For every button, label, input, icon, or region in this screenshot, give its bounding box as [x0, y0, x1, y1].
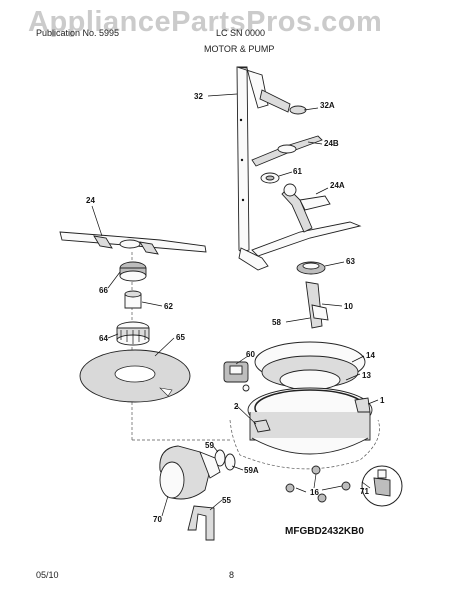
callout-66: 66	[99, 286, 108, 295]
callout-32: 32	[194, 92, 203, 101]
callout-14: 14	[366, 351, 375, 360]
section-title: MOTOR & PUMP	[204, 44, 275, 54]
callout-24: 24	[86, 196, 95, 205]
bracket-55	[187, 505, 215, 541]
callout-16: 16	[310, 488, 319, 497]
component-60	[223, 361, 250, 392]
callout-13: 13	[362, 371, 371, 380]
coupling-62	[124, 290, 142, 309]
ring-59a	[224, 453, 236, 471]
clip-2	[253, 419, 271, 433]
spray-arm-assembly-24a	[251, 183, 362, 257]
callout-71: 71	[360, 487, 369, 496]
header-code: LC SN 0000	[216, 28, 266, 38]
callout-64: 64	[99, 334, 108, 343]
callout-59a: 59A	[244, 466, 259, 475]
sump-13	[229, 387, 380, 470]
fill-tube-32	[236, 66, 291, 271]
callout-1: 1	[380, 396, 385, 405]
upper-spray-arm-24b	[251, 135, 323, 167]
bracket-10	[305, 281, 329, 329]
publication-number: Publication No. 5995	[36, 28, 120, 38]
callout-65: 65	[176, 333, 185, 342]
watermark: AppliancePartsPros.com	[28, 6, 383, 38]
clip-1	[354, 397, 371, 413]
footer-date: 05/10	[36, 570, 59, 580]
filter-64	[116, 321, 150, 346]
lower-spray-arm-24	[59, 231, 207, 255]
callout-70: 70	[153, 515, 162, 524]
chopper-63	[296, 261, 326, 275]
callout-24b: 24B	[324, 139, 339, 148]
fine-filter-65	[79, 349, 191, 403]
callout-24a: 24A	[330, 181, 345, 190]
callout-55: 55	[222, 496, 231, 505]
callout-2: 2	[234, 402, 239, 411]
callout-63: 63	[346, 257, 355, 266]
nut-32a	[289, 105, 307, 115]
callout-59: 59	[205, 441, 214, 450]
callout-62: 62	[164, 302, 173, 311]
callout-61: 61	[293, 167, 302, 176]
detail-71	[361, 465, 403, 507]
callout-60: 60	[246, 350, 255, 359]
callout-58: 58	[272, 318, 281, 327]
motor-70	[159, 445, 221, 500]
callout-10: 10	[344, 302, 353, 311]
pump-housing-14	[254, 341, 366, 391]
model-code: MFGBD2432KB0	[285, 526, 364, 537]
nut-66	[119, 261, 147, 282]
screws-16	[285, 465, 351, 503]
callout-32a: 32A	[320, 101, 335, 110]
page-number: 8	[229, 570, 235, 580]
